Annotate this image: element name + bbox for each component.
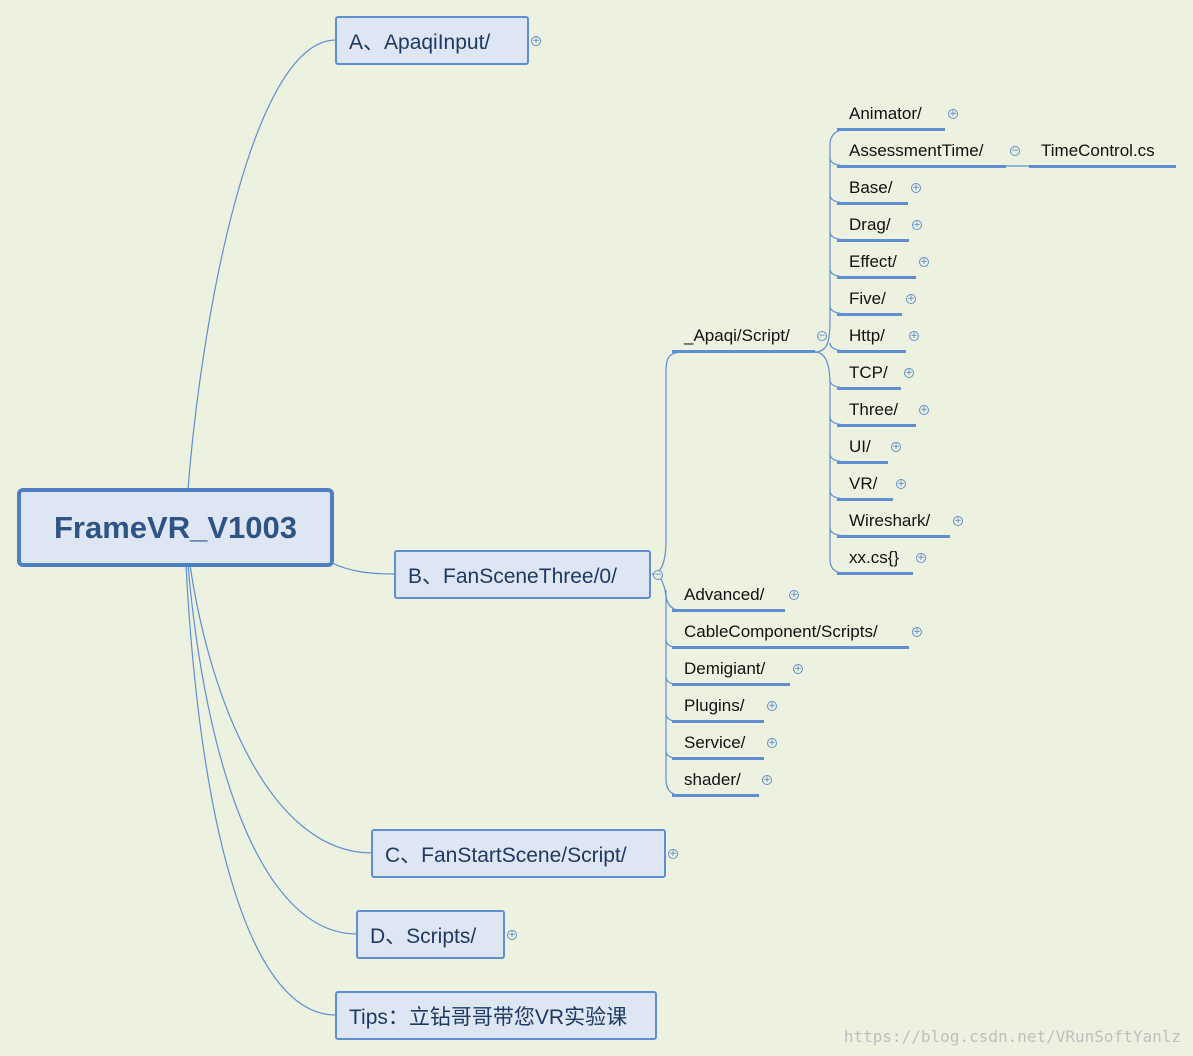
- expand-icon[interactable]: +: [668, 849, 678, 859]
- collapse-icon[interactable]: −: [1010, 146, 1020, 156]
- node-base[interactable]: Base/: [837, 173, 908, 205]
- expand-icon[interactable]: +: [912, 220, 922, 230]
- node-tcp[interactable]: TCP/: [837, 358, 901, 390]
- node-service[interactable]: Service/: [672, 728, 764, 760]
- node-advanced[interactable]: Advanced/: [672, 580, 785, 612]
- branch-tips[interactable]: Tips：立钻哥哥带您VR实验课: [335, 991, 657, 1040]
- expand-icon[interactable]: +: [767, 738, 777, 748]
- node-demigiant[interactable]: Demigiant/: [672, 654, 790, 686]
- node-three[interactable]: Three/: [837, 395, 916, 427]
- central-topic-framevr[interactable]: FrameVR_V1003: [17, 488, 334, 567]
- collapse-icon[interactable]: −: [653, 570, 663, 580]
- expand-icon[interactable]: +: [762, 775, 772, 785]
- expand-icon[interactable]: +: [909, 331, 919, 341]
- expand-icon[interactable]: +: [789, 590, 799, 600]
- expand-icon[interactable]: +: [912, 627, 922, 637]
- expand-icon[interactable]: +: [953, 516, 963, 526]
- expand-icon[interactable]: +: [911, 183, 921, 193]
- expand-icon[interactable]: +: [531, 36, 541, 46]
- expand-icon[interactable]: +: [948, 109, 958, 119]
- expand-icon[interactable]: +: [767, 701, 777, 711]
- expand-icon[interactable]: +: [906, 294, 916, 304]
- node-ui[interactable]: UI/: [837, 432, 888, 464]
- node-shader[interactable]: shader/: [672, 765, 759, 797]
- branch-fanstartscene[interactable]: C、FanStartScene/Script/: [371, 829, 666, 878]
- branch-fanscenethree[interactable]: B、FanSceneThree/0/: [394, 550, 651, 599]
- node-xxcs[interactable]: xx.cs{}: [837, 543, 913, 575]
- node-assessmenttime[interactable]: AssessmentTime/: [837, 136, 1006, 168]
- expand-icon[interactable]: +: [919, 405, 929, 415]
- expand-icon[interactable]: +: [891, 442, 901, 452]
- node-cablecomponent[interactable]: CableComponent/Scripts/: [672, 617, 909, 649]
- expand-icon[interactable]: +: [896, 479, 906, 489]
- branch-apaqi-input[interactable]: A、ApaqiInput/: [335, 16, 529, 65]
- node-http[interactable]: Http/: [837, 321, 906, 353]
- branch-scripts[interactable]: D、Scripts/: [356, 910, 505, 959]
- expand-icon[interactable]: +: [916, 553, 926, 563]
- node-plugins[interactable]: Plugins/: [672, 691, 764, 723]
- expand-icon[interactable]: +: [904, 368, 914, 378]
- collapse-icon[interactable]: −: [817, 331, 827, 341]
- expand-icon[interactable]: +: [793, 664, 803, 674]
- watermark-url: https://blog.csdn.net/VRunSoftYanlz: [843, 1027, 1181, 1046]
- expand-icon[interactable]: +: [507, 930, 517, 940]
- node-vr[interactable]: VR/: [837, 469, 893, 501]
- node-five[interactable]: Five/: [837, 284, 902, 316]
- node-wireshark[interactable]: Wireshark/: [837, 506, 950, 538]
- expand-icon[interactable]: +: [919, 257, 929, 267]
- node-drag[interactable]: Drag/: [837, 210, 909, 242]
- node-apaqi-script[interactable]: _Apaqi/Script/: [672, 321, 815, 353]
- node-effect[interactable]: Effect/: [837, 247, 916, 279]
- node-animator[interactable]: Animator/: [837, 99, 945, 131]
- node-timecontrol[interactable]: TimeControl.cs: [1029, 136, 1176, 168]
